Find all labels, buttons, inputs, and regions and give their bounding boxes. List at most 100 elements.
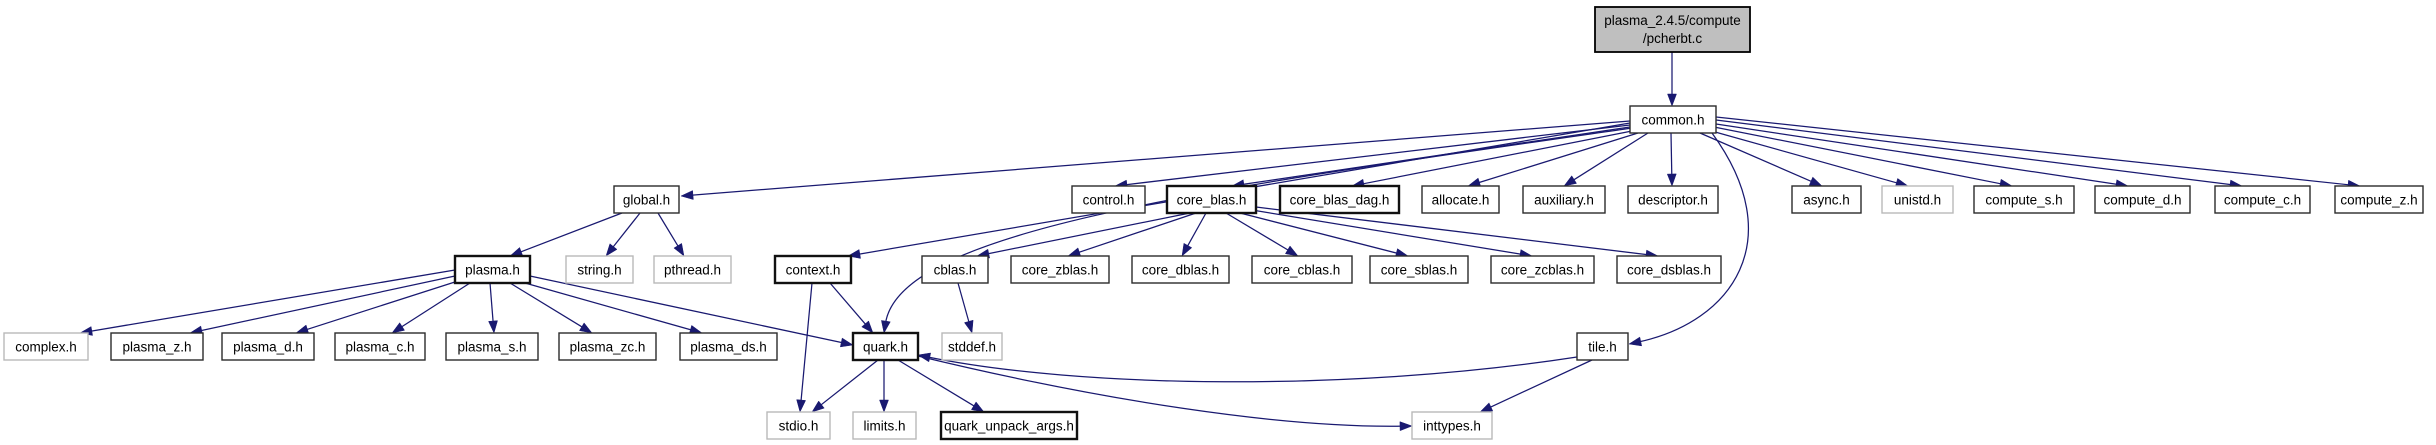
node-label: plasma.h (465, 263, 520, 278)
node-label: descriptor.h (1638, 193, 1708, 208)
node-plasma_d[interactable]: plasma_d.h (221, 332, 315, 361)
node-plasma[interactable]: plasma.h (453, 254, 532, 285)
edge-tile-quark (917, 352, 1578, 383)
node-compute_c[interactable]: compute_c.h (2214, 185, 2311, 214)
node-label: compute_d.h (2103, 193, 2181, 208)
edge-pcherbt-common (1667, 52, 1677, 107)
node-label: plasma_s.h (457, 340, 526, 355)
node-label: plasma_2.4.5/compute (1604, 13, 1741, 28)
node-async[interactable]: async.h (1791, 185, 1862, 214)
node-core_blas[interactable]: core_blas.h (1165, 184, 1258, 215)
edge-global-plasma (509, 212, 623, 257)
edge-context-stdio (796, 282, 813, 413)
node-label: core_blas.h (1177, 193, 1247, 208)
node-label: inttypes.h (1423, 419, 1481, 434)
node-complex[interactable]: complex.h (3, 332, 89, 361)
node-label: limits.h (863, 419, 905, 434)
node-core_blas_dag[interactable]: core_blas_dag.h (1278, 184, 1401, 215)
node-core_cblas[interactable]: core_cblas.h (1251, 255, 1353, 284)
edge-plasma-plasma_zc (509, 282, 593, 334)
node-core_dsblas[interactable]: core_dsblas.h (1616, 255, 1722, 284)
edge-common-unistd (1707, 129, 1909, 188)
node-label: core_dblas.h (1142, 263, 1219, 278)
edge-plasma-plasma_d (295, 280, 459, 334)
node-core_zcblas[interactable]: core_zcblas.h (1490, 255, 1595, 284)
edge-common-auxiliary (1563, 132, 1649, 187)
node-label: plasma_ds.h (690, 340, 767, 355)
node-label: core_zblas.h (1022, 263, 1099, 278)
edge-quark-stdio (811, 359, 879, 413)
node-label: core_zcblas.h (1501, 263, 1584, 278)
edge-cblas-stddef (957, 282, 974, 334)
node-label: async.h (1803, 193, 1850, 208)
node-compute_d[interactable]: compute_d.h (2094, 185, 2191, 214)
node-label: quark.h (863, 340, 908, 355)
node-quark[interactable]: quark.h (851, 331, 920, 362)
node-label: /pcherbt.c (1643, 31, 1703, 46)
node-core_sblas[interactable]: core_sblas.h (1369, 255, 1469, 284)
edge-plasma-quark (529, 275, 854, 348)
node-control[interactable]: control.h (1071, 185, 1146, 214)
node-label: global.h (623, 193, 670, 208)
node-label: cblas.h (934, 263, 977, 278)
node-plasma_z[interactable]: plasma_z.h (110, 332, 204, 361)
node-pcherbt[interactable]: plasma_2.4.5/compute/pcherbt.c (1594, 6, 1751, 53)
node-label: tile.h (1588, 340, 1617, 355)
node-cblas[interactable]: cblas.h (921, 255, 989, 284)
node-label: compute_z.h (2340, 193, 2417, 208)
node-allocate[interactable]: allocate.h (1421, 185, 1500, 214)
node-label: core_dsblas.h (1627, 263, 1711, 278)
node-core_zblas[interactable]: core_zblas.h (1010, 255, 1110, 284)
node-plasma_s[interactable]: plasma_s.h (445, 332, 539, 361)
node-quark_unpack_args[interactable]: quark_unpack_args.h (939, 410, 1079, 441)
node-label: stddef.h (948, 340, 996, 355)
node-plasma_ds[interactable]: plasma_ds.h (679, 332, 778, 361)
node-tile[interactable]: tile.h (1576, 332, 1629, 361)
node-auxiliary[interactable]: auxiliary.h (1522, 185, 1606, 214)
node-label: control.h (1083, 193, 1135, 208)
edge-global-string (605, 212, 641, 257)
edge-core_blas-core_dblas (1181, 212, 1207, 257)
node-label: compute_c.h (2224, 193, 2301, 208)
edge-common-quark (881, 127, 1633, 334)
node-plasma_c[interactable]: plasma_c.h (334, 332, 426, 361)
node-label: compute_s.h (1985, 193, 2062, 208)
edge-common-compute_s (1713, 126, 2013, 189)
node-limits[interactable]: limits.h (852, 411, 917, 440)
edge-common-descriptor (1666, 132, 1677, 187)
node-label: plasma_d.h (233, 340, 303, 355)
edge-quark-inttypes (917, 355, 1413, 432)
node-context[interactable]: context.h (773, 254, 853, 285)
node-inttypes[interactable]: inttypes.h (1411, 411, 1493, 440)
node-pthread[interactable]: pthread.h (653, 255, 732, 284)
node-label: string.h (577, 263, 621, 278)
edge-plasma-plasma_s (488, 282, 498, 334)
edge-global-pthread (657, 212, 685, 257)
node-label: complex.h (15, 340, 77, 355)
edge-common-allocate (1467, 132, 1639, 187)
node-label: core_sblas.h (1381, 263, 1458, 278)
node-core_dblas[interactable]: core_dblas.h (1131, 255, 1230, 284)
node-label: auxiliary.h (1534, 193, 1594, 208)
node-global[interactable]: global.h (613, 185, 680, 214)
node-stddef[interactable]: stddef.h (941, 332, 1003, 361)
node-label: common.h (1641, 113, 1704, 128)
node-compute_z[interactable]: compute_z.h (2334, 185, 2424, 214)
node-plasma_zc[interactable]: plasma_zc.h (558, 332, 657, 361)
node-label: unistd.h (1894, 193, 1941, 208)
node-descriptor[interactable]: descriptor.h (1627, 185, 1719, 214)
node-label: pthread.h (664, 263, 721, 278)
edge-plasma-plasma_z (189, 275, 456, 336)
node-stdio[interactable]: stdio.h (766, 411, 831, 440)
node-label: core_blas_dag.h (1290, 193, 1390, 208)
node-label: quark_unpack_args.h (944, 419, 1074, 434)
node-string[interactable]: string.h (565, 255, 634, 284)
edge-common-tile (1628, 132, 1750, 347)
node-compute_s[interactable]: compute_s.h (1973, 185, 2075, 214)
node-unistd[interactable]: unistd.h (1881, 185, 1954, 214)
edge-common-global (680, 120, 1631, 200)
node-label: core_cblas.h (1264, 263, 1341, 278)
node-common[interactable]: common.h (1629, 105, 1717, 134)
